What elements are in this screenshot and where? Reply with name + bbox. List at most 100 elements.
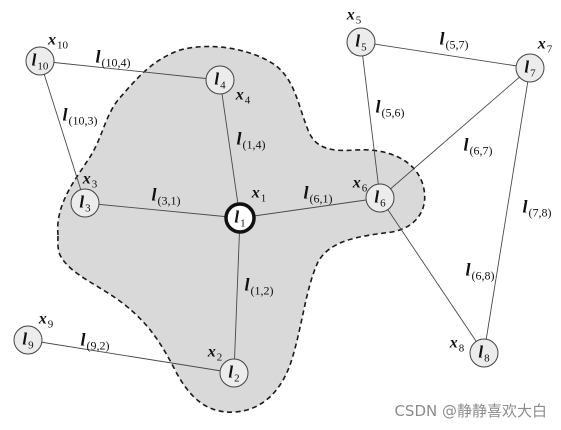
variable-label-x2: x2 (208, 344, 223, 364)
variable-subscript: 1 (260, 192, 267, 205)
variable-subscript: 6 (361, 182, 368, 195)
edge-letter: l (95, 46, 101, 67)
edge-line-6-8 (379, 197, 485, 354)
edge-letter: l (465, 259, 471, 280)
edge-line-7-8 (483, 67, 531, 354)
variable-subscript: 4 (244, 94, 251, 107)
edge-letter: l (236, 128, 242, 149)
edge-letter: l (463, 134, 469, 155)
node-label-l7: l7 (524, 59, 535, 80)
variable-letter: x (352, 174, 361, 192)
variable-label-x7: x7 (538, 36, 553, 56)
node-subscript: 1 (240, 217, 246, 230)
edge-label-6-7: l(6,7) (463, 136, 492, 157)
node-subscript: 7 (530, 67, 536, 80)
variable-label-x10: x10 (48, 32, 68, 52)
edge-letter: l (303, 182, 309, 203)
edge-line-9-2 (27, 339, 235, 374)
edge-letter: l (151, 184, 157, 205)
edge-line-1-4 (219, 79, 241, 219)
edge-label-10-3: l(10,3) (62, 106, 97, 127)
variable-letter: x (235, 86, 244, 104)
edge-label-1-4: l(1,4) (236, 130, 265, 151)
variable-letter: x (38, 310, 47, 328)
edge-subscript: (5,7) (445, 37, 469, 52)
edge-subscript: (10,4) (101, 55, 131, 70)
variable-label-x5: x5 (346, 6, 362, 27)
node-circle-l2 (219, 358, 249, 388)
edge-subscript: (6,7) (469, 143, 493, 158)
edge-line-1-2 (233, 217, 241, 374)
variable-letter: x (346, 6, 355, 24)
node-letter: l (31, 50, 37, 70)
node-letter: l (374, 187, 380, 207)
node-subscript: 4 (220, 79, 226, 92)
edge-label-7-8: l(7,8) (522, 198, 551, 219)
variable-subscript: 5 (355, 14, 362, 27)
node-circle-l3 (70, 188, 100, 218)
node-circle-l9 (13, 325, 43, 355)
node-subscript: 8 (484, 352, 490, 365)
node-label-l8: l8 (478, 344, 489, 365)
variable-label-x9: x9 (38, 310, 54, 331)
node-label-l10: l10 (32, 52, 49, 73)
edges (27, 41, 531, 374)
edge-label-5-7: l(5,7) (439, 30, 468, 51)
node-label-l4: l4 (214, 71, 225, 92)
node-label-l2: l2 (228, 364, 239, 385)
edge-line-3-1 (84, 202, 241, 219)
edge-subscript: (1,2) (250, 283, 274, 298)
variable-label-x8: x8 (449, 334, 465, 355)
edge-label-1-2: l(1,2) (244, 276, 273, 297)
node-label-l5: l5 (355, 33, 366, 54)
node-label-l1: l1 (234, 209, 245, 230)
edge-line-5-6 (360, 41, 381, 199)
variable-label-x3: x3 (82, 170, 98, 191)
variable-label-x6: x6 (352, 174, 368, 195)
edge-subscript: (3,1) (157, 193, 181, 208)
variable-label-x4: x4 (235, 86, 251, 107)
node-circle-l10 (25, 46, 55, 76)
node-label-l9: l9 (22, 331, 33, 352)
edge-label-6-1: l(6,1) (303, 184, 332, 205)
edge-label-6-8: l(6,8) (465, 261, 494, 282)
edge-letter: l (439, 28, 445, 49)
variable-subscript: 3 (91, 178, 98, 191)
variable-subscript: 9 (47, 318, 54, 331)
edge-subscript: (9,2) (86, 338, 110, 353)
edge-subscript: (10,3) (68, 113, 98, 128)
node-subscript: 9 (28, 339, 34, 352)
edge-letter: l (375, 96, 381, 117)
node-circle-l6 (365, 183, 395, 213)
node-letter: l (79, 192, 85, 212)
node-circle-l1 (224, 202, 256, 234)
edge-line-6-7 (379, 67, 531, 199)
node-letter: l (228, 362, 234, 382)
edge-label-10-4: l(10,4) (95, 48, 130, 69)
edge-subscript: (5,6) (381, 105, 405, 120)
variable-subscript: 2 (216, 351, 223, 364)
watermark: CSDN @静静喜欢大白 (394, 402, 547, 420)
edge-label-3-1: l(3,1) (151, 186, 180, 207)
node-circle-l7 (515, 53, 545, 83)
node-letter: l (214, 69, 220, 89)
edge-line-10-4 (39, 60, 221, 81)
variable-letter: x (449, 334, 458, 352)
variable-label-x1: x1 (252, 185, 267, 205)
node-letter: l (22, 329, 28, 349)
node-label-l3: l3 (79, 194, 90, 215)
node-label-l6: l6 (374, 189, 385, 210)
variable-subscript: 7 (546, 43, 553, 56)
node-subscript: 10 (37, 60, 49, 73)
edge-line-5-7 (360, 41, 531, 69)
node-subscript: 2 (234, 372, 240, 385)
edge-line-10-3 (39, 60, 86, 204)
node-letter: l (524, 57, 530, 77)
nodes (13, 27, 545, 388)
edge-label-9-2: l(9,2) (80, 331, 109, 352)
edge-letter: l (522, 196, 528, 217)
node-circle-l4 (205, 65, 235, 95)
variable-letter: x (82, 170, 91, 188)
